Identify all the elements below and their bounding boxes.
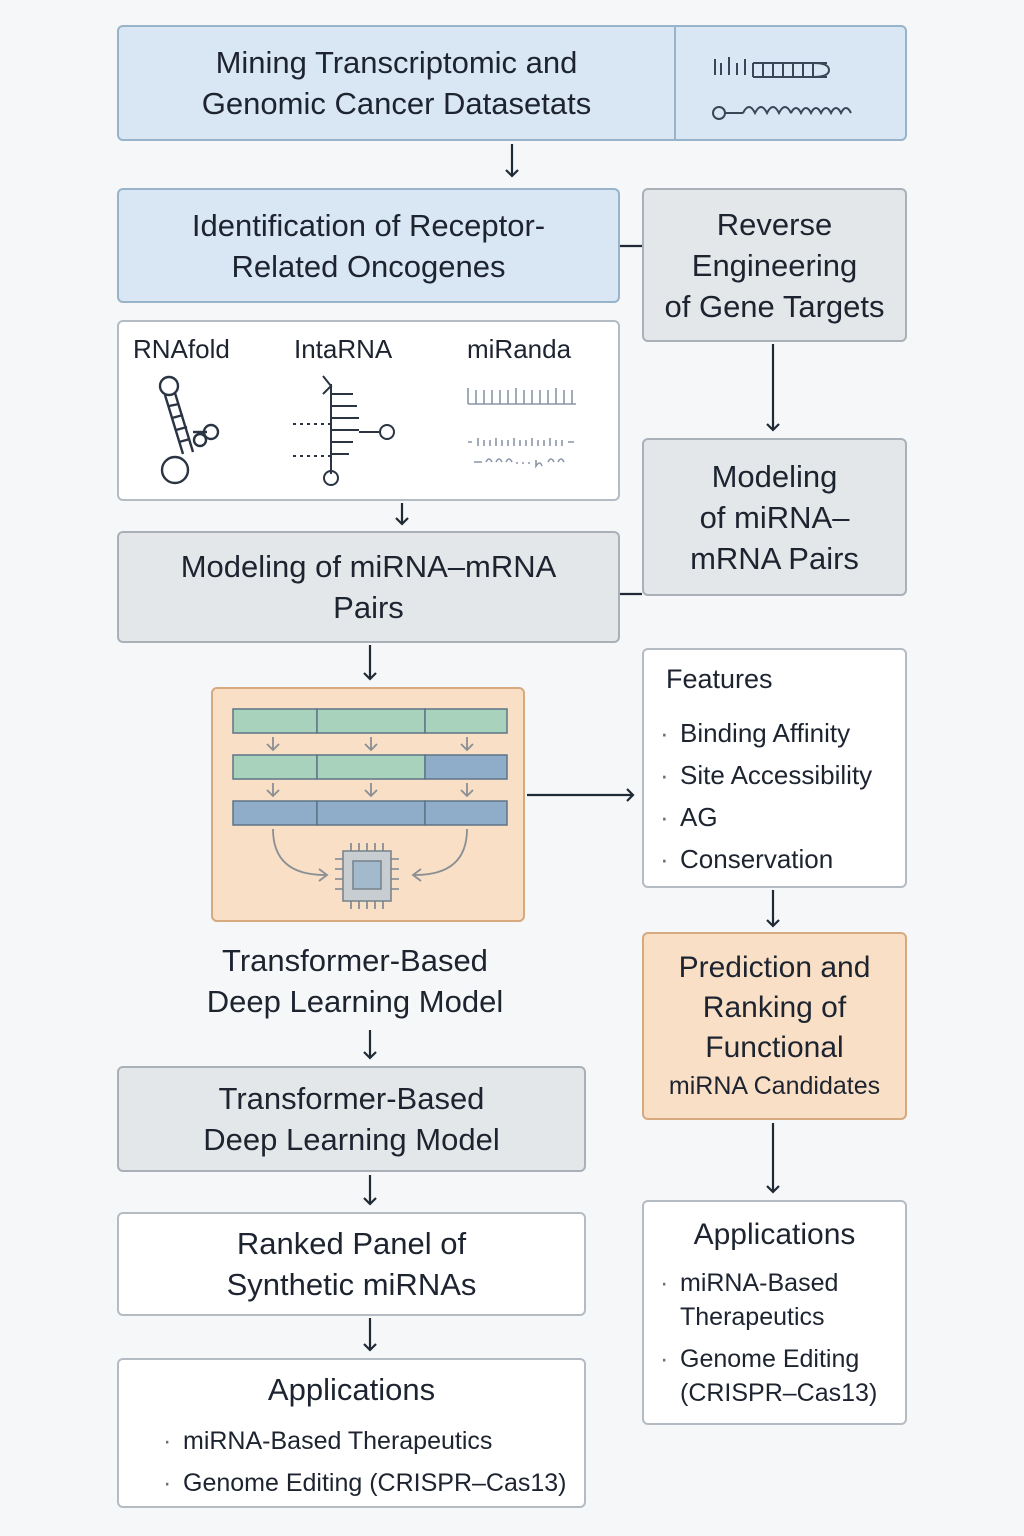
tool-rnafold-label: RNAfold xyxy=(133,334,230,364)
modeling-left-line1: Modeling of miRNA–mRNA xyxy=(180,549,557,584)
modeling-right-box: Modeling of miRNA– mRNA Pairs xyxy=(642,438,907,596)
features-list: Binding Affinity Site Accessibility AG C… xyxy=(660,712,872,880)
application-item: Genome Editing (CRISPR–Cas13) xyxy=(163,1462,567,1504)
identification-line1: Identification of Receptor- xyxy=(191,207,546,243)
chip-icon xyxy=(335,843,399,909)
transformer-caption-line1: Transformer-Based xyxy=(222,943,488,978)
feature-item: AG xyxy=(660,796,872,838)
alignment-icon xyxy=(467,388,576,469)
duplex-icon xyxy=(293,375,395,486)
identification-line2: Related Oncogenes xyxy=(231,248,506,284)
feature-item: Site Accessibility xyxy=(660,754,872,796)
modeling-right-line1: Modeling xyxy=(711,458,838,494)
reverse-line3: of Gene Targets xyxy=(664,288,885,324)
transformer-box-line1: Transformer-Based xyxy=(218,1081,485,1116)
transformer-graphic xyxy=(211,687,525,922)
reverse-engineering-box: Reverse Engineering of Gene Targets xyxy=(642,188,907,342)
modeling-right-line2: of miRNA– xyxy=(699,499,850,535)
applications-right-list: miRNA-Based Therapeutics Genome Editing … xyxy=(660,1266,877,1410)
features-box: Features Binding Affinity Site Accessibi… xyxy=(642,648,907,888)
application-item: miRNA-Based Therapeutics xyxy=(660,1266,877,1334)
applications-left-box: Applications miRNA-Based Therapeutics Ge… xyxy=(117,1358,586,1508)
identification-box: Identification of Receptor- Related Onco… xyxy=(117,188,620,303)
tool-miranda-label: miRanda xyxy=(467,334,572,364)
prediction-line3: Functional xyxy=(705,1031,844,1064)
feature-item: Conservation xyxy=(660,838,872,880)
app-item2-line1: Genome Editing xyxy=(680,1345,860,1373)
application-item: miRNA-Based Therapeutics xyxy=(163,1420,567,1462)
applications-right-box: Applications miRNA-Based Therapeutics Ge… xyxy=(642,1200,907,1425)
ranked-line2: Synthetic miRNAs xyxy=(226,1267,477,1302)
mining-title-line2: Genomic Cancer Datasetats xyxy=(201,86,592,121)
modeling-left-line2: Pairs xyxy=(333,590,404,625)
applications-right-title: Applications xyxy=(693,1218,856,1251)
rna-hairpin-icon xyxy=(158,375,220,485)
feature-item: Binding Affinity xyxy=(660,712,872,754)
reverse-line2: Engineering xyxy=(691,247,858,283)
application-item: Genome Editing (CRISPR–Cas13) xyxy=(660,1342,877,1410)
features-title: Features xyxy=(666,664,773,694)
modeling-left-box: Modeling of miRNA–mRNA Pairs xyxy=(117,531,620,643)
reverse-line1: Reverse xyxy=(716,206,833,242)
ranked-line1: Ranked Panel of xyxy=(236,1226,467,1261)
prediction-line1: Prediction and xyxy=(678,951,871,984)
applications-left-list: miRNA-Based Therapeutics Genome Editing … xyxy=(163,1420,567,1504)
app-item1-line1: miRNA-Based xyxy=(680,1269,839,1297)
tool-intarna-label: IntaRNA xyxy=(294,334,393,364)
app-item1-line2: Therapeutics xyxy=(680,1303,825,1331)
prediction-line2: Ranking of xyxy=(702,991,847,1024)
prediction-line4: miRNA Candidates xyxy=(668,1072,881,1100)
transformer-caption-line2: Deep Learning Model xyxy=(206,984,504,1019)
mining-title-line1: Mining Transcriptomic and xyxy=(215,45,578,80)
transformer-box: Transformer-Based Deep Learning Model xyxy=(117,1066,586,1172)
transformer-caption: Transformer-Based Deep Learning Model xyxy=(150,940,560,1022)
app-item2-line2: (CRISPR–Cas13) xyxy=(680,1379,878,1407)
transformer-layers xyxy=(232,708,508,909)
modeling-right-line3: mRNA Pairs xyxy=(690,540,859,576)
box-divider xyxy=(674,27,676,139)
mining-datasets-box: Mining Transcriptomic and Genomic Cancer… xyxy=(117,25,907,141)
ranked-panel-box: Ranked Panel of Synthetic miRNAs xyxy=(117,1212,586,1316)
tools-box: RNAfold IntaRNA miRanda xyxy=(117,320,620,501)
transformer-box-line2: Deep Learning Model xyxy=(203,1122,500,1157)
prediction-box: Prediction and Ranking of Functional miR… xyxy=(642,932,907,1120)
rna-strand-icon xyxy=(712,57,852,120)
applications-left-title: Applications xyxy=(267,1372,436,1407)
